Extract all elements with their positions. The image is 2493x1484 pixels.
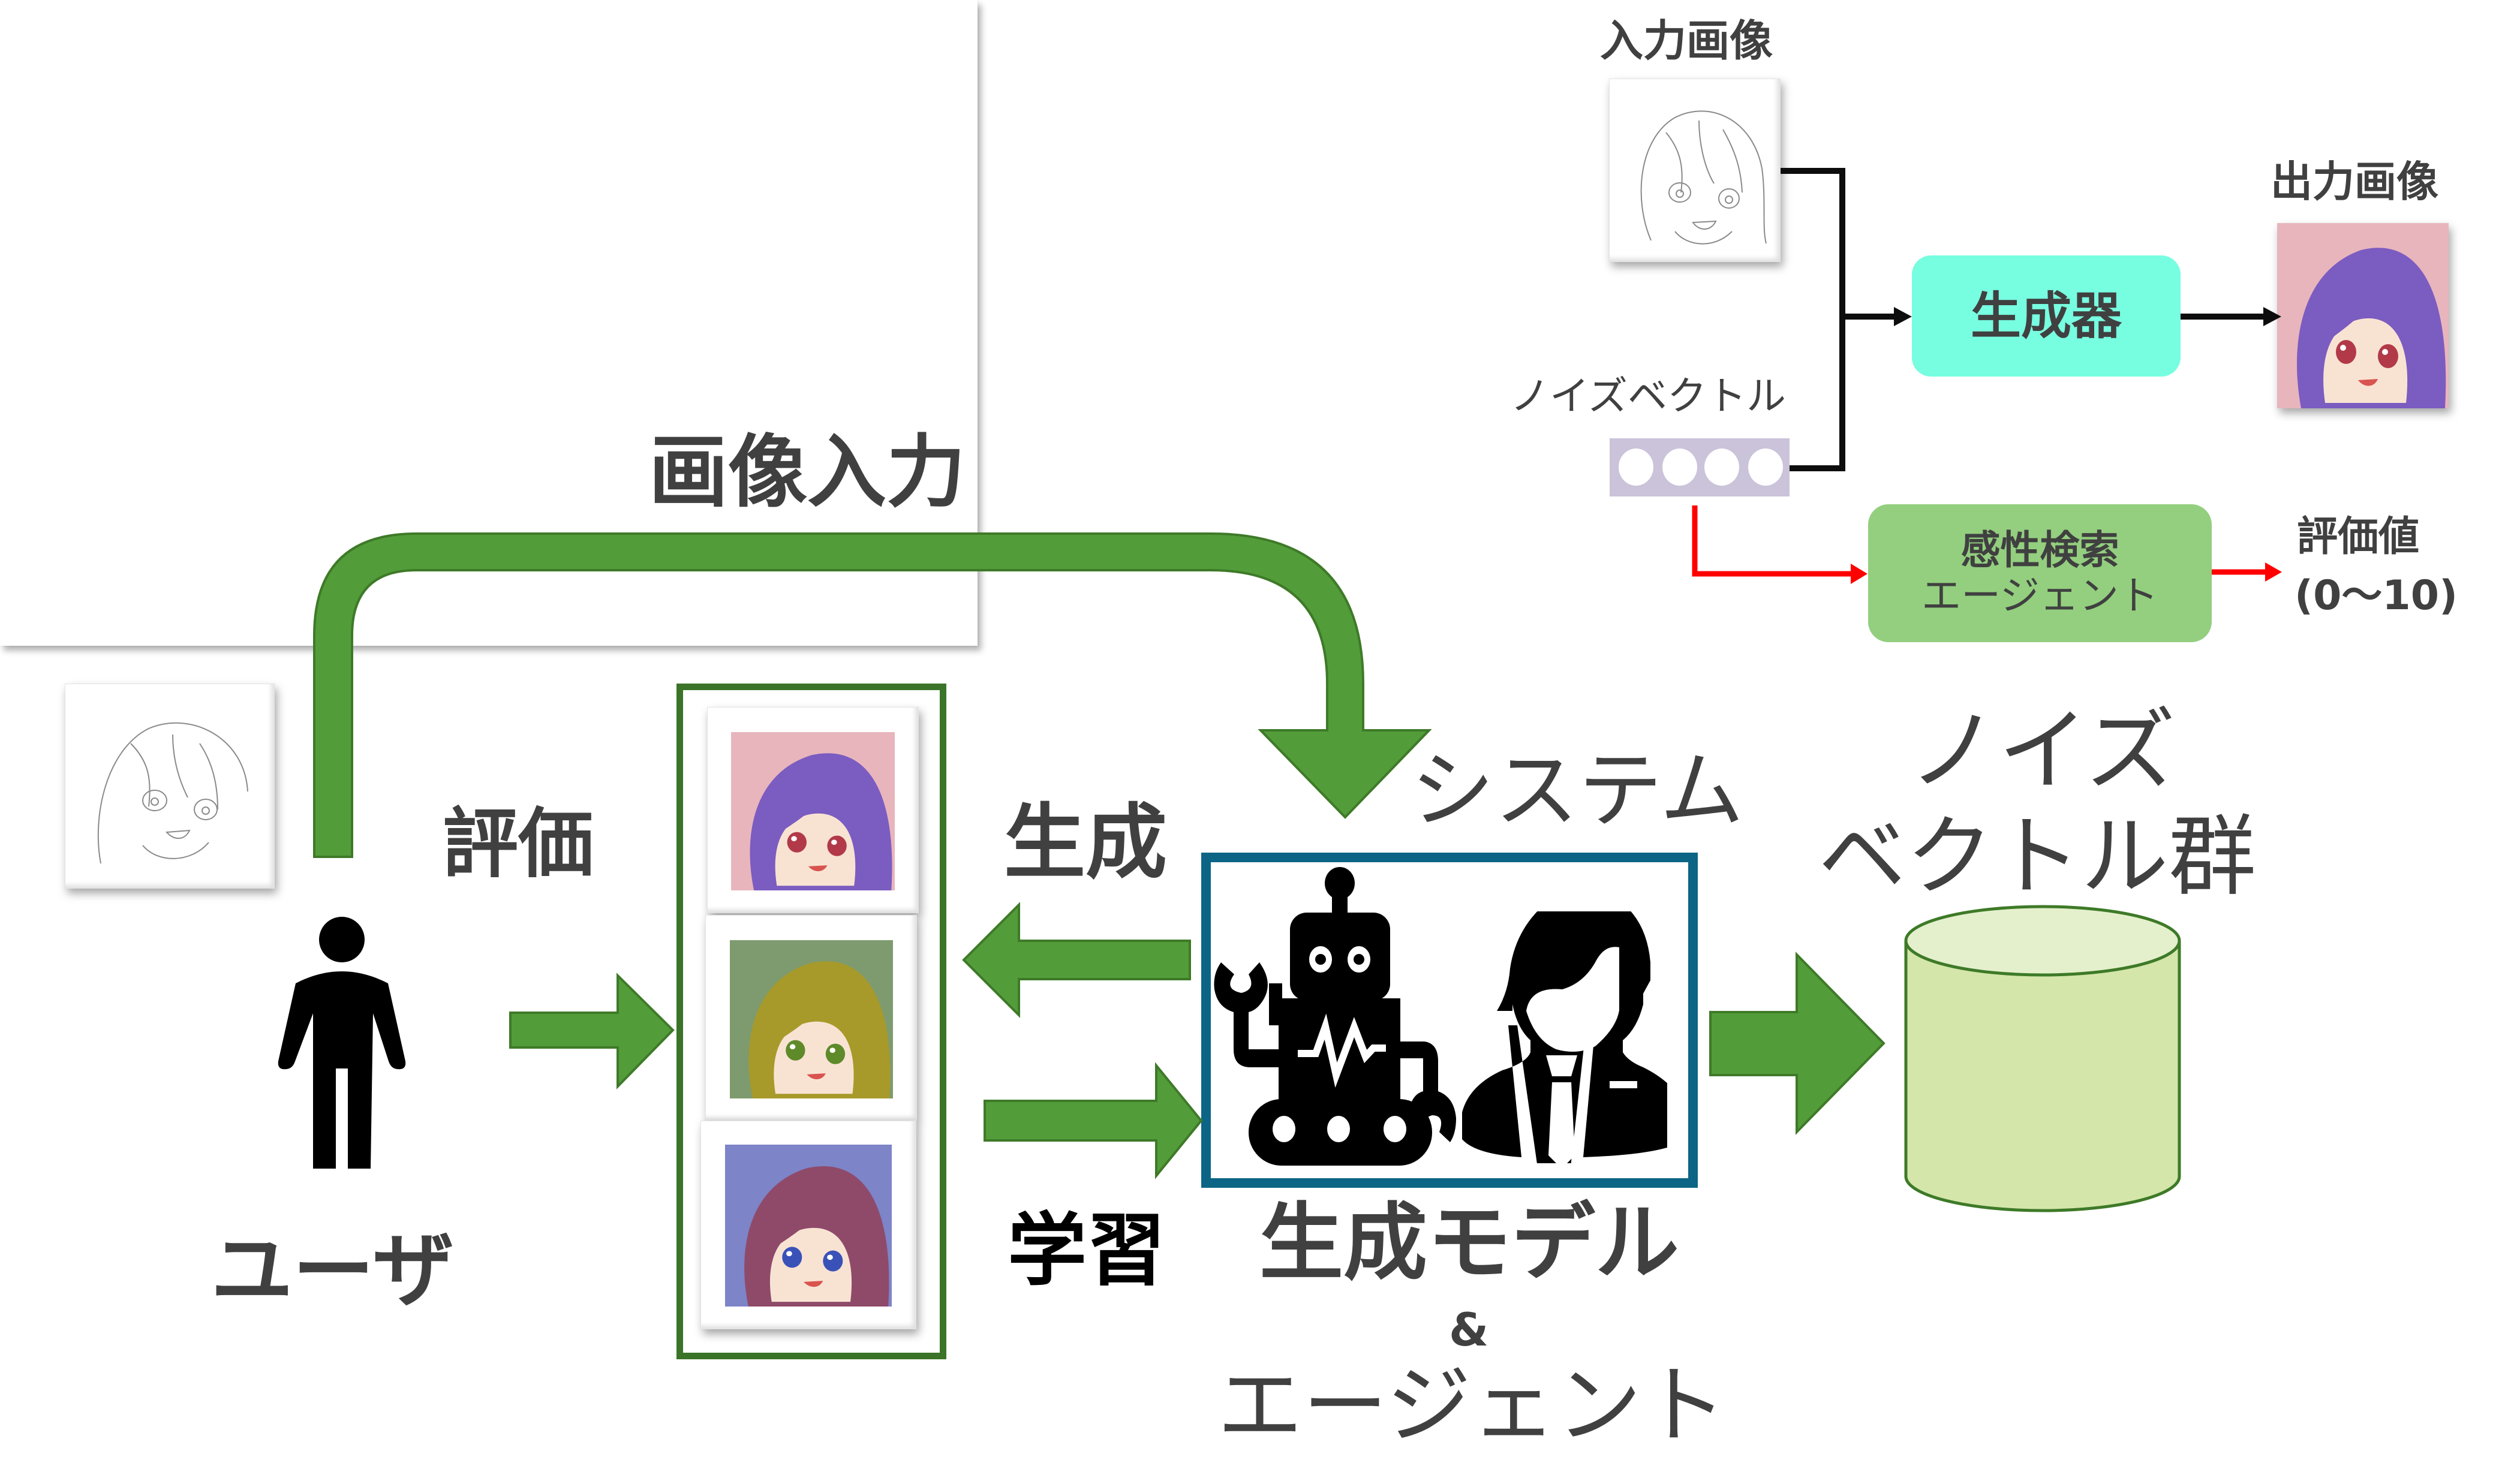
generated-images-frame — [676, 684, 946, 1359]
generated-face-illustration — [725, 1145, 892, 1307]
generate-arrow — [962, 902, 1191, 1018]
sensibility-agent-label: 感性検索 エージェント — [1921, 527, 2158, 619]
eye-highlight — [789, 1044, 796, 1049]
noise-vector-block — [1610, 438, 1790, 496]
face-skin — [769, 1227, 852, 1302]
noise-node — [1662, 448, 1697, 486]
score-label: 評価値 — [2297, 513, 2420, 561]
eye-highlight — [786, 1251, 792, 1257]
noise-vector-label: ノイズベクトル — [1510, 373, 1787, 419]
generated-face-illustration — [731, 732, 895, 890]
face-skin — [2323, 318, 2408, 403]
user-label: ユーザ — [211, 1224, 455, 1319]
eye-highlight — [2340, 345, 2346, 351]
mouth — [807, 1073, 826, 1079]
system-label: システム — [1411, 742, 1744, 840]
noise-vector-database-icon — [1904, 905, 2181, 1212]
image-input-arrow — [313, 532, 1432, 858]
model-label-amp: & — [1449, 1303, 1489, 1356]
arrowhead — [2265, 562, 2282, 582]
eye-highlight — [831, 839, 837, 845]
output-face-illustration — [2277, 223, 2449, 408]
arrowhead — [1851, 564, 1868, 584]
model-label-line1: 生成モデル — [1259, 1194, 1680, 1292]
noise-node — [1619, 448, 1653, 486]
inset-red-connectors — [1692, 505, 2267, 577]
noise-node — [1704, 448, 1739, 486]
eye-highlight — [2382, 349, 2388, 355]
generated-face-illustration — [730, 940, 893, 1098]
sensibility-agent-box — [1868, 504, 2212, 642]
arrowhead — [1894, 307, 1912, 326]
output-image-label: 出力画像 — [2271, 157, 2438, 206]
mouth — [804, 1281, 823, 1287]
arrowhead — [2263, 307, 2281, 326]
noise-node — [1748, 448, 1783, 486]
eye-highlight — [829, 1047, 835, 1053]
generator-box — [1912, 255, 2181, 377]
learn-arrow — [984, 1062, 1203, 1179]
inset-black-connectors — [1781, 168, 2265, 471]
eye-highlight — [827, 1254, 833, 1260]
score-range: (0〜10) — [2294, 572, 2458, 619]
generator-label: 生成器 — [1970, 286, 2122, 345]
hair-bangs — [760, 1181, 871, 1255]
robot-icon — [1214, 867, 1456, 1166]
businessman-icon — [1462, 911, 1667, 1163]
mouth — [808, 865, 828, 871]
face-skin — [774, 1021, 854, 1094]
learn-label: 学習 — [1008, 1205, 1166, 1297]
model-label-line2: エージェント — [1217, 1356, 1727, 1455]
hair-bangs — [2313, 265, 2427, 349]
generate-label: 生成 — [1004, 796, 1167, 890]
output-image — [2277, 223, 2449, 408]
user-person-icon — [278, 917, 406, 1169]
sketch-face-illustration — [1640, 110, 1767, 245]
evaluate-arrow — [509, 973, 675, 1089]
sketch-face-illustration — [97, 722, 248, 864]
user-sketch-image — [65, 684, 275, 889]
hair-bangs — [765, 767, 874, 840]
input-image-label: 入力画像 — [1600, 16, 1773, 66]
generated-image-card — [705, 915, 917, 1121]
mouth — [2358, 379, 2378, 386]
generated-image-card — [707, 707, 919, 913]
eye-highlight — [791, 836, 797, 841]
image-input-label: 画像入力 — [649, 426, 966, 519]
store-arrow — [1709, 952, 1885, 1135]
noise-group-label-line2: ベクトル群 — [1818, 806, 2256, 908]
generated-image-card — [700, 1121, 916, 1329]
hair-bangs — [764, 976, 873, 1048]
input-sketch-image — [1609, 79, 1781, 262]
face-skin — [775, 813, 856, 886]
evaluation-label: 評価 — [443, 800, 594, 888]
noise-group-label-line1: ノイズ — [1908, 699, 2176, 803]
